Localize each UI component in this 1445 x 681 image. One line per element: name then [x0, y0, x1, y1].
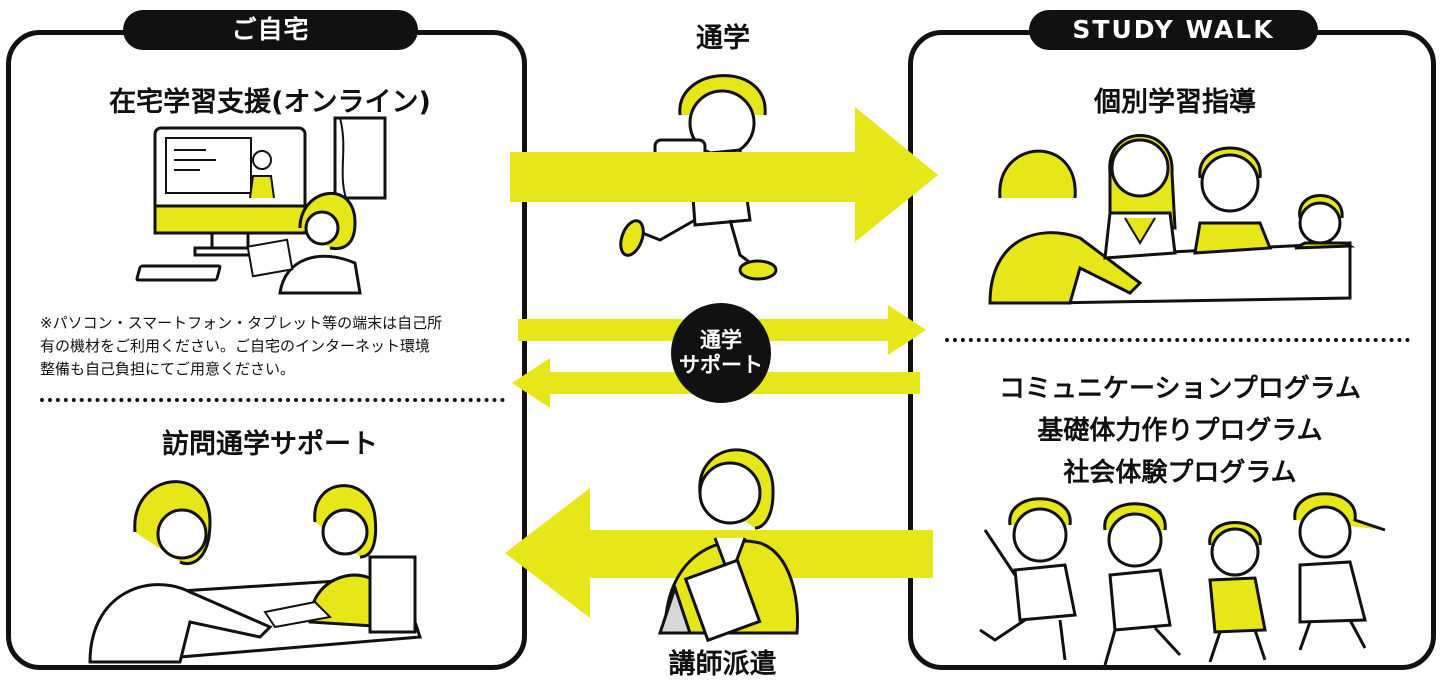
- program-item-physical: 基礎体力作りプログラム: [1037, 416, 1323, 446]
- device-notice-line: 有の機材をご利用ください。ご自宅のインターネット環境: [40, 337, 431, 355]
- children-jumping-illustration: [979, 492, 1386, 666]
- commute-support-badge-line1: 通学: [700, 328, 742, 352]
- home-visit-illustration: [88, 480, 423, 664]
- commute-arrow-right: [510, 107, 938, 242]
- commute-support-badge: 通学 サポート: [671, 303, 771, 403]
- program-item-social: 社会体験プログラム: [1063, 458, 1297, 488]
- individual-tutoring-title: 個別学習指導: [1094, 87, 1256, 118]
- device-notice: ※パソコン・スマートフォン・タブレット等の端末は自己所 有の機材をご利用ください…: [40, 312, 490, 381]
- teacher-illustration: [657, 448, 799, 643]
- program-list: コミュニケーションプログラム 基礎体力作りプログラム 社会体験プログラム: [945, 368, 1415, 494]
- study-walk-tab-label: STUDY WALK: [1029, 10, 1318, 50]
- program-item-communication: コミュニケーションプログラム: [999, 374, 1361, 404]
- commute-label: 通学: [696, 23, 750, 54]
- commute-support-badge-line2: サポート: [679, 353, 763, 377]
- device-notice-line: 整備も自己負担にてご用意ください。: [40, 360, 296, 378]
- online-study-illustration: [135, 116, 387, 295]
- teacher-dispatch-label: 講師派遣: [668, 649, 777, 680]
- online-study-title: 在宅学習支援(オンライン): [109, 87, 431, 118]
- study-divider: [945, 338, 1410, 342]
- home-tab-label: ご自宅: [123, 10, 418, 50]
- home-divider: [40, 398, 505, 402]
- individual-tutoring-illustration: [988, 134, 1356, 305]
- device-notice-line: ※パソコン・スマートフォン・タブレット等の端末は自己所: [40, 314, 443, 332]
- home-visit-title: 訪問通学サポート: [162, 429, 378, 460]
